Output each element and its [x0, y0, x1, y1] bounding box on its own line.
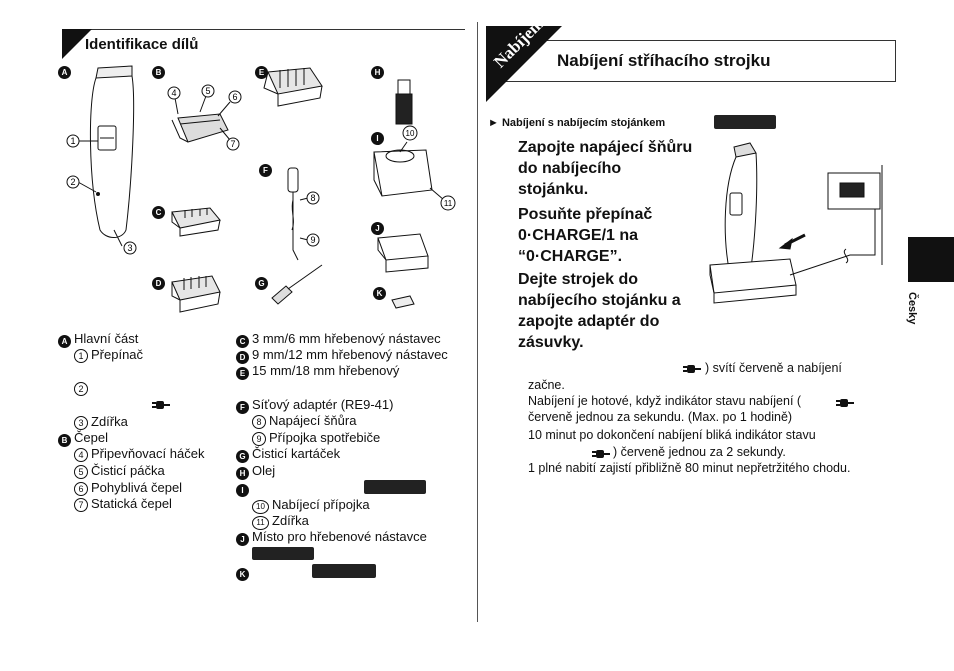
subtitle: ► Nabíjení s nabíjecím stojánkem: [488, 117, 666, 129]
right-header-corner: [486, 26, 562, 102]
plug-icon: [836, 395, 854, 413]
language-label: Česky: [906, 292, 918, 325]
callout-1: 1: [70, 136, 75, 146]
redaction-bar: [312, 564, 376, 578]
figure-label-a: A: [58, 66, 71, 79]
figure-label-c: C: [152, 206, 165, 219]
note-line: 10 minut po dokončení nabíjení bliká ind…: [528, 428, 816, 442]
figure-label-b: B: [152, 66, 165, 79]
note-line: ) svítí červeně a nabíjení: [705, 361, 842, 375]
note-line: 1 plné nabití zajistí přibližně 80 minut…: [528, 461, 851, 475]
charging-illustration: [709, 142, 883, 304]
note-line: začne.: [528, 378, 565, 392]
callout-4: 4: [171, 88, 176, 98]
brush-drawing: [271, 264, 323, 305]
note-line: ) červeně jednou za 2 sekundy.: [613, 445, 786, 459]
callout-6: 6: [232, 92, 237, 102]
figure-label-k: K: [373, 287, 386, 300]
figure-label-g: G: [255, 277, 268, 290]
figure-label-d: D: [152, 277, 165, 290]
redaction-bar: [252, 547, 314, 560]
adapter-drawing: [287, 167, 309, 261]
left-page-title: Identifikace dílů: [85, 36, 199, 53]
callout-3: 3: [127, 243, 132, 253]
callout-5: 5: [205, 86, 210, 96]
figure-label-i: I: [371, 132, 384, 145]
plug-icon: [683, 361, 701, 379]
plug-icon: [592, 446, 610, 464]
list-item: I: [236, 480, 252, 497]
redaction-bar: [364, 480, 426, 494]
parts-illustration: 1 2 3 4 5 6 7 8 9 10 11: [66, 65, 456, 313]
right-page-title: Nabíjení stříhacího strojku: [557, 51, 771, 70]
callout-11: 11: [444, 199, 453, 208]
plug-icon: [152, 398, 170, 414]
list-item: K: [236, 564, 252, 581]
blade-drawing: [171, 95, 231, 143]
note-line: červeně jednou za sekundu. (Max. po 1 ho…: [528, 410, 793, 424]
comb-attachment-drawing: [171, 207, 221, 237]
callout-8: 8: [310, 193, 315, 203]
charging-stand-drawing: [373, 141, 445, 201]
redaction-bar: [714, 115, 776, 129]
note-line: Nabíjení je hotové, když indikátor stavu…: [528, 394, 802, 408]
figure-label-j: J: [371, 222, 384, 235]
figure-label-h: H: [371, 66, 384, 79]
callout-9: 9: [310, 235, 315, 245]
callout-10: 10: [406, 129, 415, 138]
list-item: 2: [74, 380, 91, 396]
oil-bottle-drawing: [395, 79, 413, 125]
language-tab: [908, 237, 954, 282]
callout-7: 7: [230, 139, 235, 149]
left-header-rule: [62, 29, 465, 30]
figure-label-f: F: [259, 164, 272, 177]
callout-2: 2: [70, 177, 75, 187]
clipper-drawing: [77, 65, 135, 247]
page-divider: [477, 22, 478, 622]
left-header-corner: [62, 29, 92, 59]
figure-label-e: E: [255, 66, 268, 79]
